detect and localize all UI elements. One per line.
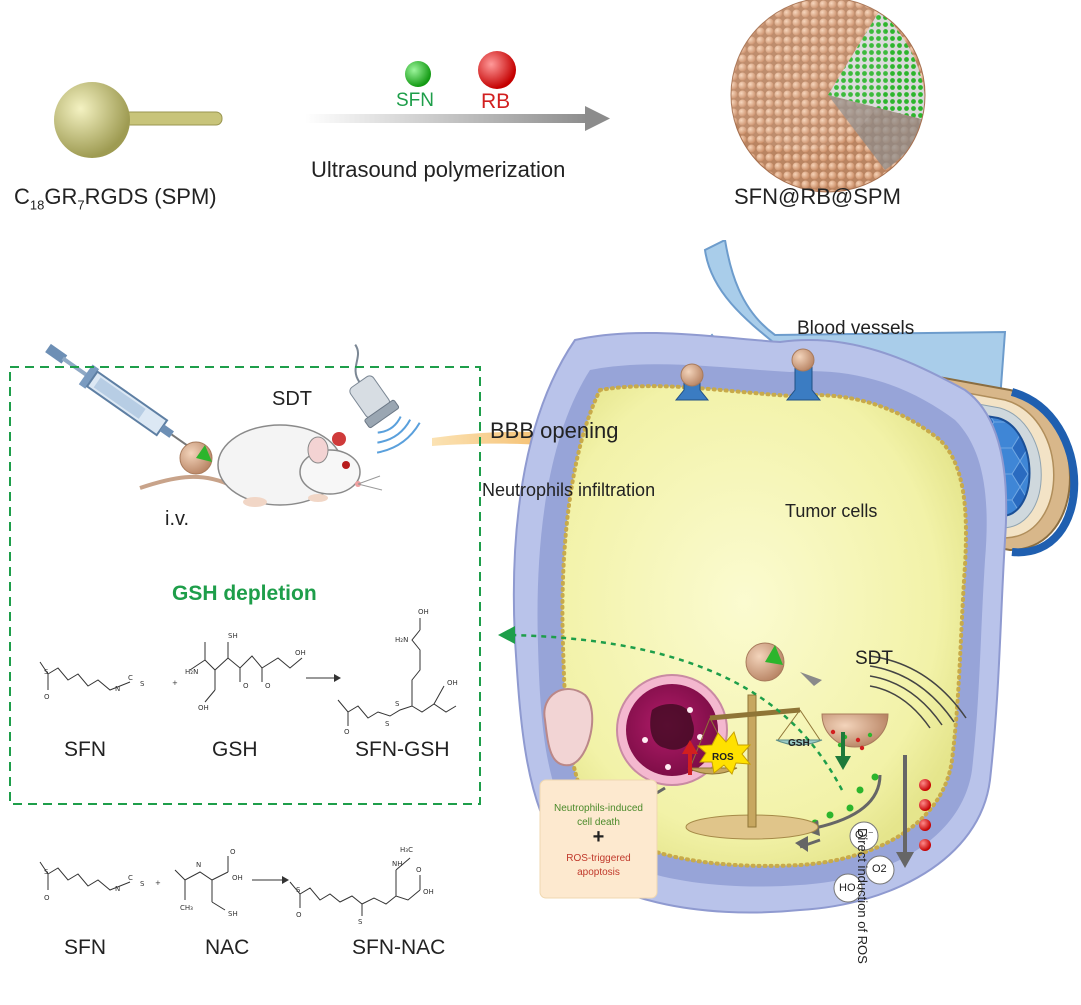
sfn-ball-icon — [405, 61, 431, 87]
spm-molecule-icon — [54, 82, 223, 158]
mouse-icon — [139, 424, 383, 507]
svg-text:S: S — [296, 886, 301, 894]
svg-text:S: S — [395, 700, 400, 708]
ros-apop-label-1: ROS-triggered — [566, 853, 631, 864]
neutro-death-label-1: Neutrophils-induced — [554, 803, 643, 814]
svg-text:S: S — [44, 868, 49, 876]
svg-text:S: S — [140, 880, 145, 888]
sfn-gsh-structure — [337, 618, 457, 726]
svg-text:CH₃: CH₃ — [180, 904, 193, 912]
r2-nac-label: NAC — [205, 936, 250, 959]
svg-text:OH: OH — [232, 874, 243, 882]
sfn-label: SFN — [396, 90, 434, 111]
syringe-icon — [45, 343, 205, 458]
svg-text:N: N — [115, 885, 120, 893]
gsh-structure — [189, 642, 303, 703]
svg-text:+: + — [155, 879, 161, 887]
svg-text:SH: SH — [228, 910, 238, 918]
gsh-depletion-title: GSH depletion — [172, 582, 317, 605]
product-label: SFN@RB@SPM — [734, 184, 901, 209]
sfn-structure-1 — [39, 661, 131, 691]
svg-text:S: S — [140, 680, 145, 688]
r1-product-label: SFN-GSH — [355, 738, 450, 761]
r2-sfn-label: SFN — [64, 936, 106, 959]
neutrophils-label: Neutrophils infiltration — [482, 480, 656, 500]
sdt-label-mouse: SDT — [272, 388, 312, 410]
bbb-label: BBB opening — [490, 418, 619, 443]
svg-text:S: S — [385, 720, 390, 728]
rb-label: RB — [481, 90, 511, 113]
svg-text:O: O — [230, 848, 236, 856]
svg-text:O: O — [265, 682, 271, 690]
tumor-cells-label: Tumor cells — [785, 501, 878, 521]
svg-text:O: O — [44, 693, 50, 701]
o2-radical-label: O₂⁻ — [855, 829, 874, 841]
sdt-label-cell: SDT — [855, 648, 893, 669]
svg-text:OH: OH — [295, 649, 306, 657]
direct-ros-label: Direct induction of ROS — [855, 828, 870, 964]
svg-text:S: S — [44, 668, 49, 676]
top-illustrations — [54, 0, 926, 193]
svg-text:+: + — [172, 679, 178, 687]
svg-text:C: C — [128, 874, 133, 882]
svg-text:N: N — [115, 685, 120, 693]
ros-label: ROS — [712, 752, 734, 763]
process-label: Ultrasound polymerization — [311, 157, 566, 182]
nanoparticle-icon — [710, 0, 926, 193]
svg-text:OH: OH — [198, 704, 209, 712]
ros-burst-icon — [696, 730, 752, 775]
process-arrow-icon — [305, 106, 610, 131]
svg-text:H₃C: H₃C — [400, 846, 413, 854]
ho-label: HO· — [839, 882, 860, 894]
gsh-label: GSH — [788, 738, 810, 749]
svg-text:C: C — [128, 674, 133, 682]
neutro-death-label-2: cell death — [577, 817, 620, 828]
svg-text:O: O — [243, 682, 249, 690]
result-plus: + — [592, 826, 605, 848]
svg-text:O: O — [416, 866, 422, 874]
svg-text:OH: OH — [418, 608, 429, 616]
svg-text:O: O — [296, 911, 302, 919]
svg-text:OH: OH — [447, 679, 458, 687]
svg-text:H₂N: H₂N — [395, 636, 408, 644]
nac-structure — [174, 856, 229, 911]
gsh-box — [9, 366, 481, 805]
blood-vessels-label: Blood vessels — [797, 318, 915, 339]
sfn-structure-2 — [39, 861, 131, 891]
iv-label: i.v. — [165, 508, 190, 530]
svg-text:O: O — [344, 728, 350, 736]
ros-apop-label-2: apoptosis — [577, 867, 620, 878]
spm-label: C18GR7RGDS (SPM) — [14, 184, 217, 213]
r1-gsh-label: GSH — [212, 738, 258, 761]
svg-text:O: O — [44, 894, 50, 902]
r1-sfn-label: SFN — [64, 738, 106, 761]
r2-product-label: SFN-NAC — [352, 936, 446, 959]
sfn-nac-structure — [289, 857, 421, 916]
o2-label: O2 — [872, 863, 887, 875]
svg-text:N: N — [196, 861, 201, 869]
svg-text:NH: NH — [392, 860, 403, 868]
svg-text:OH: OH — [423, 888, 434, 896]
ultrasound-probe-icon — [349, 344, 421, 454]
svg-text:SH: SH — [228, 632, 238, 640]
tumor-cell-icon — [512, 331, 1008, 914]
rb-ball-icon — [478, 51, 516, 89]
svg-text:H₂N: H₂N — [185, 668, 198, 676]
svg-text:S: S — [358, 918, 363, 926]
